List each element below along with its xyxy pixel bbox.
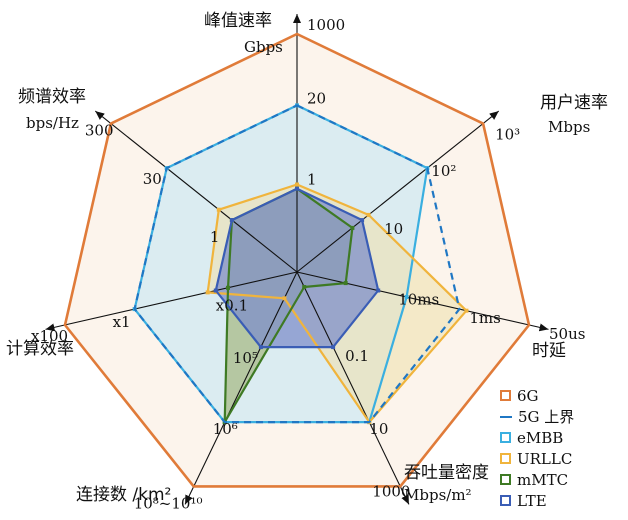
series-point-urllc-4 [282, 296, 287, 301]
legend-swatch-mmtc [500, 474, 511, 485]
tick-label-throughput_density-2: 1000 [372, 482, 410, 500]
tick-label-latency-2: 50us [549, 325, 585, 343]
axis-user_rate [296, 110, 500, 273]
legend-item-urllc: URLLC [500, 448, 620, 469]
series-point-mmtc-2 [343, 281, 348, 286]
legend-swatch-5g-upper [500, 416, 512, 418]
tick-label-spectral_efficiency-1: 30 [143, 170, 162, 188]
legend-item-lte: LTE [500, 490, 620, 511]
series-point-lte-3 [331, 345, 336, 350]
tick-label-user_rate-0: 10 [384, 220, 403, 238]
tick-label-peak_rate-2: 1000 [307, 16, 345, 34]
series-outline-6g [63, 32, 531, 488]
series-point-urllc-0 [295, 182, 299, 187]
axis-throughput_density [296, 271, 410, 505]
tick-label-latency-0: 10ms [398, 291, 439, 309]
axis-unit-user_rate: Mbps [548, 118, 590, 136]
tick-label-compute_efficiency-1: x1 [113, 313, 131, 331]
series-point-mmtc-5 [226, 285, 230, 290]
legend-item-6g: 6G [500, 385, 620, 406]
legend-label-lte: LTE [517, 491, 547, 510]
series-point-embb-2 [404, 295, 409, 299]
legend-label-6g: 6G [517, 386, 539, 405]
axis-connections [184, 271, 298, 505]
axis-title-latency: 时延 [532, 341, 566, 361]
legend-item-mmtc: mMTC [500, 469, 620, 490]
axis-unit-throughput_density: Mbps/m² [404, 486, 472, 504]
series-point-urllc-6 [216, 207, 221, 212]
series-outline-lte [214, 187, 380, 349]
series-point-lte-1 [360, 218, 365, 223]
legend-item-5g-upper: 5G 上界 [500, 406, 620, 427]
series-point-lte-4 [258, 345, 263, 350]
series-point-lte-2 [376, 288, 381, 293]
tick-label-compute_efficiency-0: x0.1 [216, 297, 248, 315]
axis-title-spectral_efficiency: 频谱效率 [18, 87, 86, 107]
tick-label-peak_rate-0: 1 [307, 171, 317, 189]
legend-swatch-urllc [500, 453, 511, 464]
tick-label-latency-1: 1ms [469, 309, 500, 327]
series-point-urllc-2 [464, 308, 469, 313]
tick-label-user_rate-1: 10² [431, 162, 456, 180]
tick-label-user_rate-2: 10³ [495, 126, 520, 144]
legend-label-urllc: URLLC [517, 449, 573, 468]
tick-label-throughput_density-1: 10 [369, 420, 388, 438]
tick-label-throughput_density-0: 0.1 [345, 347, 369, 365]
series-outline-5g [133, 104, 461, 424]
series-point-lte-0 [295, 186, 299, 191]
axis-title-throughput_density: 吞吐量密度 [404, 463, 489, 483]
legend-label-mmtc: mMTC [517, 470, 569, 489]
tick-label-connections-2: 10⁸~10¹⁰ [134, 494, 203, 512]
axis-title-user_rate: 用户速率 [540, 93, 608, 113]
legend-swatch-lte [500, 495, 511, 506]
axis-title-compute_efficiency: 计算效率 [6, 339, 74, 359]
axis-spectral_efficiency [94, 110, 298, 273]
legend: 6G 5G 上界 eMBB URLLC mMTC LTE [500, 385, 620, 511]
series-outline-mmtc [223, 187, 354, 424]
axis-title-peak_rate: 峰值速率 [204, 11, 272, 31]
tick-label-compute_efficiency-2: x100 [31, 327, 68, 345]
series-point-mmtc-3 [302, 285, 307, 289]
series-point-urllc-1 [366, 212, 371, 217]
axis-latency [296, 271, 549, 332]
legend-swatch-6g [500, 390, 511, 401]
axis-compute_efficiency [45, 271, 298, 332]
series-point-lte-5 [213, 288, 218, 293]
axis-unit-spectral_efficiency: bps/Hz [26, 114, 79, 132]
tick-label-spectral_efficiency-0: 1 [210, 228, 220, 246]
series-point-lte-6 [229, 218, 234, 223]
series-point-mmtc-1 [350, 225, 355, 230]
legend-label-5g-upper: 5G 上界 [518, 408, 575, 426]
axis-title-connections: 连接数 /km² [76, 485, 171, 505]
tick-label-peak_rate-1: 20 [307, 89, 326, 107]
legend-swatch-embb [500, 432, 511, 443]
legend-item-embb: eMBB [500, 427, 620, 448]
series-point-urllc-5 [205, 290, 210, 295]
legend-label-embb: eMBB [517, 428, 564, 447]
tick-label-connections-1: 10⁶ [213, 420, 238, 438]
tick-label-spectral_efficiency-2: 300 [85, 122, 114, 140]
series-outline-urllc [206, 183, 468, 424]
tick-label-connections-0: 10⁵ [233, 349, 258, 367]
axis-unit-peak_rate: Gbps [244, 38, 283, 56]
